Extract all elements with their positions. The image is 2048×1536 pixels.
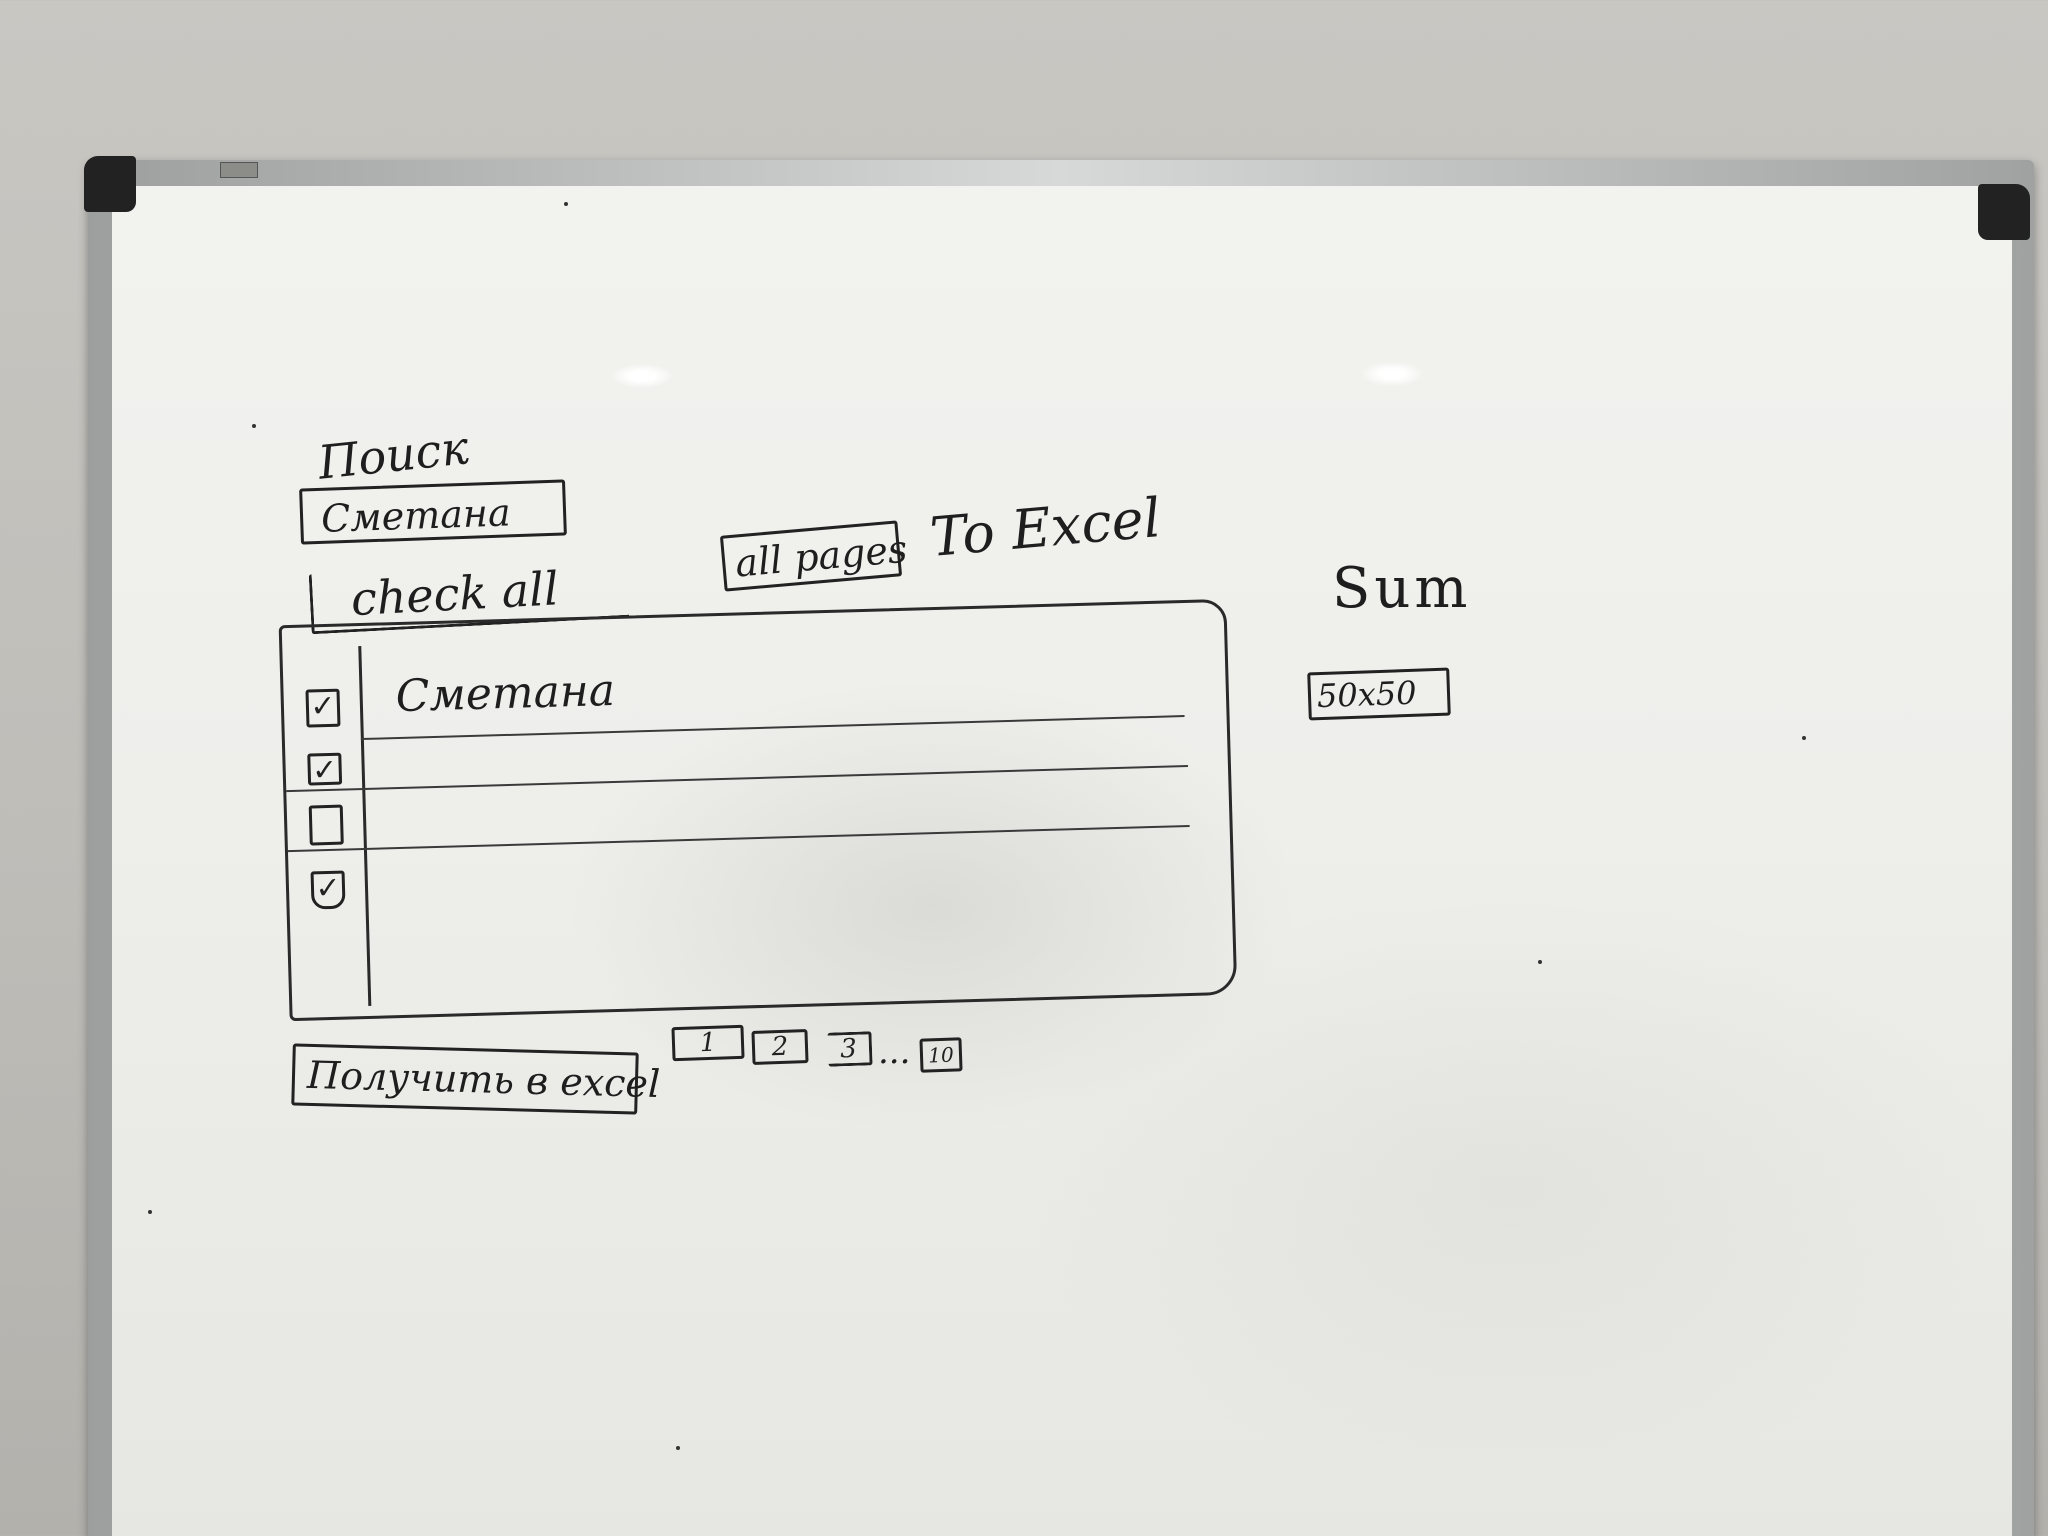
sum-label: Sum xyxy=(1332,556,1472,621)
search-input-value: Сметана xyxy=(320,490,512,541)
table-row-line xyxy=(286,764,1188,793)
page-button-2[interactable]: 2 xyxy=(751,1029,809,1065)
row-checkbox[interactable]: ✓ xyxy=(310,870,346,910)
row-checkbox[interactable] xyxy=(308,804,344,846)
search-input[interactable]: Сметана xyxy=(299,479,567,545)
light-glare xyxy=(1362,362,1422,386)
frame-corner-right xyxy=(1978,184,2030,240)
size-input[interactable]: 50x50 xyxy=(1307,667,1451,721)
results-table: ✓ Сметана ✓ ✓ xyxy=(278,598,1238,1022)
marker-dot xyxy=(564,202,568,206)
row-checkbox[interactable]: ✓ xyxy=(307,752,343,789)
export-to-excel-button[interactable]: Получить в excel xyxy=(291,1043,661,1115)
page-button-3[interactable]: 3 xyxy=(827,1031,873,1067)
marker-dot xyxy=(1802,736,1806,740)
check-icon: ✓ xyxy=(311,752,338,789)
frame-clip xyxy=(220,162,258,178)
page-button-1[interactable]: 1 xyxy=(671,1024,745,1062)
marker-dot xyxy=(148,1210,152,1214)
light-glare xyxy=(612,364,672,388)
whiteboard-surface xyxy=(112,186,2012,1536)
all-pages-label: all pages xyxy=(733,526,909,586)
marker-dot xyxy=(676,1446,680,1450)
check-icon: ✓ xyxy=(314,870,342,907)
pagination-ellipsis: ... xyxy=(878,1032,911,1072)
table-row-text: Сметана xyxy=(394,664,616,723)
marker-dot xyxy=(1538,960,1542,964)
export-button-label: Получить в excel xyxy=(306,1052,661,1107)
marker-dot xyxy=(252,424,256,428)
table-column-divider xyxy=(358,646,372,1006)
size-input-value: 50x50 xyxy=(1316,673,1418,716)
page-button-last[interactable]: 10 xyxy=(919,1037,963,1073)
table-row-line xyxy=(287,824,1190,853)
row-checkbox[interactable]: ✓ xyxy=(305,688,341,728)
check-all-label: check all xyxy=(349,561,560,627)
frame-corner-left xyxy=(84,156,136,212)
check-icon: ✓ xyxy=(309,688,336,725)
